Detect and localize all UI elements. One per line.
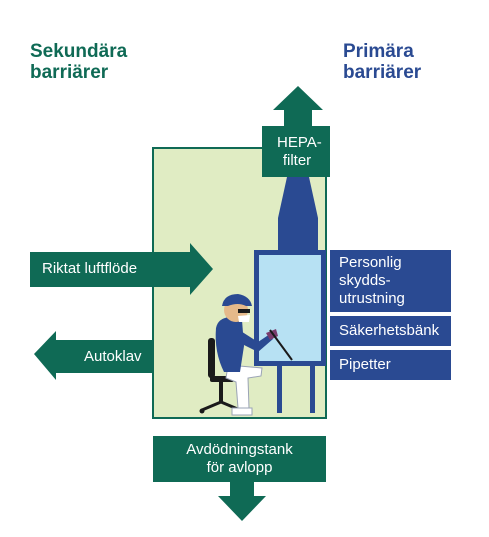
drain-tank-label: Avdödningstank för avlopp (153, 441, 326, 477)
hepa-label-line-2: filter (282, 152, 312, 169)
hepa-exhaust-arrow (273, 86, 323, 126)
secondary-heading-line-1: Sekundära (30, 41, 128, 62)
autoclave-arrow (34, 331, 153, 380)
hepa-label-line-1: HEPA- (277, 134, 322, 151)
drain-tank-box (153, 436, 326, 482)
primary-heading-line-1: Primära (343, 41, 414, 62)
safety-cabinet-box (330, 316, 451, 346)
cabinet-leg-left (277, 366, 282, 413)
secondary-heading-line-2: barriärer (30, 62, 109, 83)
ppe-label-line-1: Personlig (339, 254, 402, 271)
pipettes-box (330, 350, 451, 380)
exhaust-duct (278, 177, 318, 252)
hepa-filter-box (262, 126, 330, 177)
safety-cabinet-glass (259, 255, 321, 361)
ppe-label-line-3: utrustning (339, 290, 405, 307)
ppe-label-line-2: skydds- (339, 272, 391, 289)
secondary-barriers-heading: Sekundära barriärer (30, 41, 127, 83)
drain-label-line-1: Avdödningstank (186, 441, 293, 458)
cabinet-leg-right (310, 366, 315, 413)
lab-worker-figure (199, 294, 293, 416)
safety-cabinet-label: Säkerhetsbänk (339, 322, 440, 339)
drain-label-line-2: för avlopp (206, 459, 273, 476)
autoclave-label: Autoklav (84, 348, 142, 365)
hepa-filter-label: HEPA- filter (277, 134, 322, 170)
drain-down-arrow (218, 482, 266, 521)
directed-airflow-arrow (30, 243, 213, 295)
primary-heading-line-2: barriärer (343, 62, 422, 83)
ppe-label: Personlig skydds- utrustning (339, 254, 405, 308)
pipettes-label: Pipetter (339, 356, 391, 373)
ppe-box (330, 250, 451, 312)
directed-airflow-label: Riktat luftflöde (42, 260, 138, 277)
primary-barriers-heading: Primära barriärer (343, 41, 421, 83)
